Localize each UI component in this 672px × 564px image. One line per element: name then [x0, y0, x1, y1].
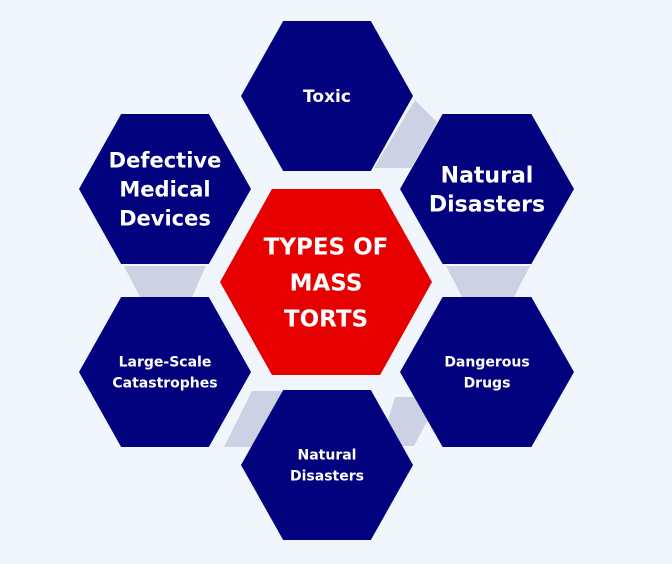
node-toxic: Toxic: [241, 21, 413, 171]
center-types-of-mass-torts-label: MASS: [290, 270, 363, 296]
node-defective-medical-devices-label: Defective: [109, 149, 222, 173]
center-types-of-mass-torts-label: TORTS: [284, 306, 368, 332]
node-natural-disasters-top-label: Disasters: [429, 192, 545, 217]
node-defective-medical-devices-label: Devices: [119, 207, 211, 231]
connector-defective-largescale: [124, 266, 206, 297]
center-types-of-mass-torts-hexagon: [220, 189, 432, 375]
node-large-scale-catastrophes-hexagon: [79, 297, 251, 447]
node-natural-disasters-bottom-label: Disasters: [290, 469, 364, 485]
node-toxic-label: Toxic: [303, 87, 351, 107]
node-natural-disasters-top-hexagon: [400, 114, 574, 264]
node-large-scale-catastrophes-label: Catastrophes: [112, 376, 217, 392]
node-defective-medical-devices-label: Medical: [119, 178, 210, 202]
node-dangerous-drugs-label: Drugs: [464, 376, 511, 392]
node-defective-medical-devices-hexagon: [79, 114, 251, 264]
node-natural-disasters-top-label: Natural: [441, 163, 534, 188]
center-types-of-mass-torts-label: TYPES OF: [264, 234, 389, 260]
connector-natural-dangerous: [446, 266, 530, 297]
center-types-of-mass-torts: TYPES OF MASS TORTS: [220, 189, 432, 375]
connector-largescale-bottom: [224, 391, 282, 447]
node-dangerous-drugs-hexagon: [400, 297, 574, 447]
node-natural-disasters-bottom-label: Natural: [298, 448, 357, 464]
node-large-scale-catastrophes-label: Large-Scale: [119, 355, 212, 371]
connector-toxic-natural: [374, 100, 437, 168]
node-natural-disasters-bottom-hexagon: [241, 390, 413, 540]
node-toxic-hexagon: [241, 21, 413, 171]
node-dangerous-drugs-label: Dangerous: [444, 355, 529, 371]
